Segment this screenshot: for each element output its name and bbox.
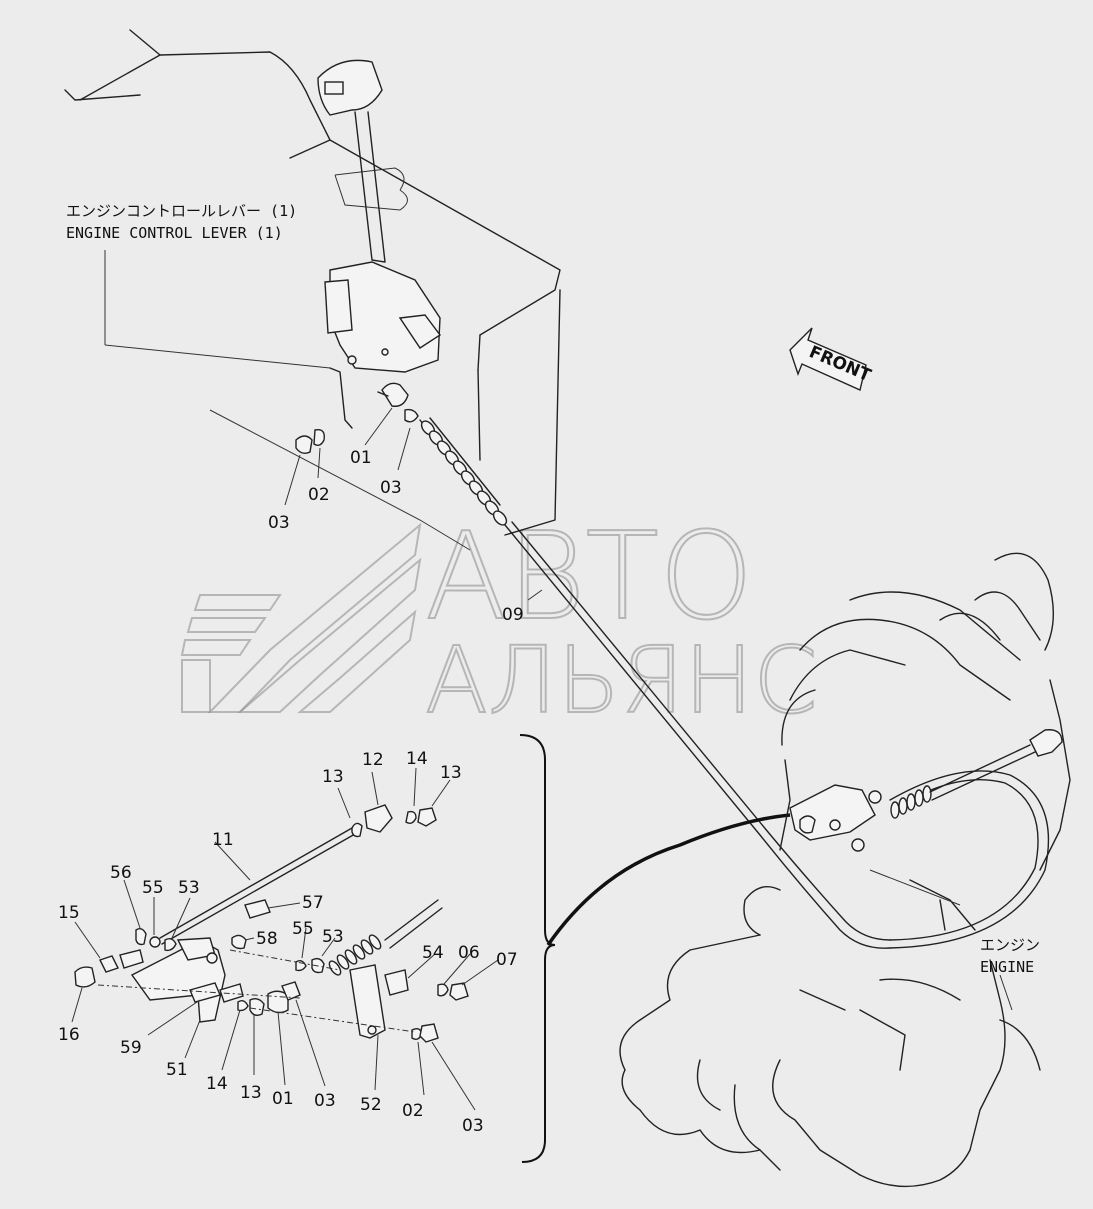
callout-13: 13 [440, 763, 462, 783]
callout-51: 51 [166, 1060, 188, 1080]
callout-12: 12 [362, 750, 384, 770]
callout-57: 57 [302, 893, 324, 913]
callout-55: 55 [142, 878, 164, 898]
engine-caption-jp: エンジン [980, 936, 1040, 954]
callout-02: 02 [402, 1101, 424, 1121]
engine-control-lever [317, 59, 442, 373]
engine-bellows [890, 785, 932, 819]
callout-07: 07 [496, 950, 518, 970]
captions: エンジンコントロールレバー (1) ENGINE CONTROL LEVER (… [66, 202, 1040, 976]
callout-labels: 01 02 03 03 09 11 12 13 14 13 56 55 53 5… [58, 448, 524, 1136]
callout-58: 58 [256, 929, 278, 949]
detail-assembly [74, 734, 556, 1163]
lever-fasteners [295, 382, 419, 455]
callout-03: 03 [314, 1091, 336, 1111]
callout-55: 55 [292, 919, 314, 939]
callout-14: 14 [206, 1074, 228, 1094]
callout-52: 52 [360, 1095, 382, 1115]
callout-03: 03 [268, 513, 290, 533]
callout-56: 56 [110, 863, 132, 883]
callout-03: 03 [462, 1116, 484, 1136]
watermark-emblem-icon [180, 522, 422, 713]
engine-caption-en: ENGINE [980, 958, 1034, 976]
lever-caption-jp: エンジンコントロールレバー (1) [66, 202, 297, 220]
leader-lines [71, 407, 1013, 1111]
callout-54: 54 [422, 943, 444, 963]
callout-03: 03 [380, 478, 402, 498]
callout-16: 16 [58, 1025, 80, 1045]
callout-13: 13 [240, 1083, 262, 1103]
callout-14: 14 [406, 749, 428, 769]
callout-02: 02 [308, 485, 330, 505]
console-body [64, 29, 561, 551]
engine-body [619, 552, 1071, 1188]
lever-caption-en: ENGINE CONTROL LEVER (1) [66, 224, 283, 242]
engine-cable-bracket [789, 729, 1063, 852]
watermark-line2: АЛЬЯНС [425, 627, 818, 734]
watermark-logo: АВТО АЛЬЯНС [180, 507, 819, 735]
callout-11: 11 [212, 830, 234, 850]
callout-53: 53 [178, 878, 200, 898]
front-arrow-icon: FRONT [789, 327, 874, 391]
detail-bellows [328, 934, 382, 976]
callout-01: 01 [272, 1089, 294, 1109]
control-cable [419, 417, 1050, 949]
callout-15: 15 [58, 903, 80, 923]
callout-06: 06 [458, 943, 480, 963]
callout-09: 09 [502, 605, 524, 625]
callout-53: 53 [322, 927, 344, 947]
cable-bellows [420, 420, 508, 526]
callout-59: 59 [120, 1038, 142, 1058]
callout-01: 01 [350, 448, 372, 468]
watermark-line1: АВТО [425, 508, 753, 647]
callout-13: 13 [322, 767, 344, 787]
